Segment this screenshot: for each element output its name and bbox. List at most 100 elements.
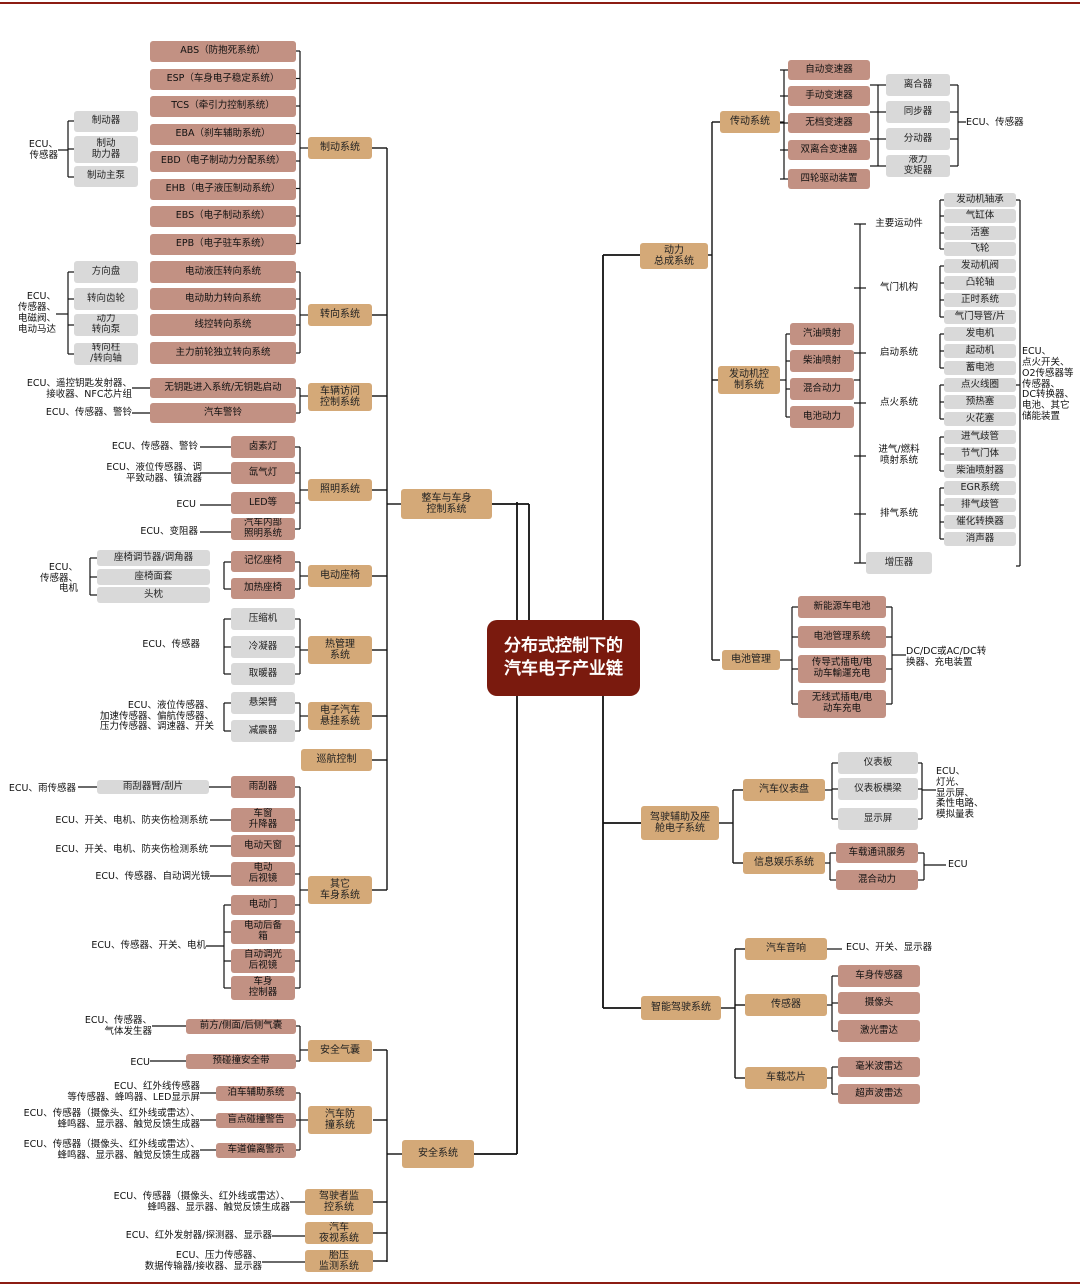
other-note-5: ECU、传感器、开关、电机 bbox=[91, 939, 206, 951]
engine-part: 发电机 bbox=[944, 327, 1016, 341]
engine-part: 节气门体 bbox=[944, 447, 1016, 461]
chip-item: 超声波雷达 bbox=[838, 1084, 920, 1104]
category-seat: 电动座椅 bbox=[308, 565, 372, 587]
thermal-note: ECU、传感器 bbox=[142, 638, 200, 650]
seat-part: 座椅面套 bbox=[97, 569, 210, 585]
brake-item: EBA（刹车辅助系统） bbox=[150, 123, 296, 145]
transmission-part: 同步器 bbox=[886, 101, 950, 123]
lighting-item: 卤素灯 bbox=[231, 436, 295, 458]
engine-item: 电池动力 bbox=[790, 406, 854, 428]
airbag-note-1: ECU、传感器、 气体发生器 bbox=[84, 1015, 152, 1037]
engine-item: 柴油喷射 bbox=[790, 350, 854, 372]
tpms-note: ECU、压力传感器、 数据传输器/接收器、显示器 bbox=[144, 1250, 262, 1272]
category-steering: 转向系统 bbox=[308, 304, 372, 326]
other-body-item: 电动门 bbox=[231, 895, 295, 915]
lighting-note-3: ECU bbox=[176, 498, 196, 510]
brake-item: EHB（电子液压制动系统） bbox=[150, 178, 296, 200]
collision-item: 泊车辅助系统 bbox=[216, 1086, 296, 1101]
bottom-rule bbox=[0, 1282, 1080, 1284]
lighting-item: 汽车内部 照明系统 bbox=[231, 518, 295, 540]
airbag-note-2: ECU bbox=[130, 1056, 150, 1068]
engine-part: 催化转换器 bbox=[944, 515, 1016, 529]
other-body-item: 车身 控制器 bbox=[231, 976, 295, 1000]
category-battery: 电池管理 bbox=[722, 650, 780, 670]
lighting-note-1: ECU、传感器、警铃 bbox=[111, 440, 198, 452]
brake-part: 制动主泵 bbox=[74, 166, 138, 187]
steering-item: 主力前轮独立转向系统 bbox=[150, 342, 296, 364]
other-note-2: ECU、开关、电机、防夹伤检测系统 bbox=[55, 814, 208, 826]
category-airbag: 安全气囊 bbox=[308, 1040, 372, 1062]
category-thermal: 热管理 系统 bbox=[308, 636, 372, 664]
engine-part: 点火线圈 bbox=[944, 378, 1016, 392]
category-tpms: 胎压 监测系统 bbox=[305, 1250, 373, 1272]
lighting-note-2: ECU、液位传感器、调 平致动器、镇流器 bbox=[106, 462, 202, 484]
collision-item: 车道偏离警示 bbox=[216, 1143, 296, 1158]
category-adas-cockpit: 驾驶辅助及座 舱电子系统 bbox=[641, 806, 719, 840]
other-note-4: ECU、传感器、自动调光镜 bbox=[95, 870, 210, 882]
engine-item: 汽油喷射 bbox=[790, 323, 854, 345]
seat-part: 座椅调节器/调角器 bbox=[97, 550, 210, 566]
other-body-item: 车窗 升降器 bbox=[231, 808, 295, 832]
top-rule bbox=[0, 2, 1080, 4]
battery-item: 电池管理系统 bbox=[798, 626, 886, 648]
category-audio: 汽车音响 bbox=[745, 938, 827, 960]
lighting-item: 氙气灯 bbox=[231, 462, 295, 484]
engine-group: 增压器 bbox=[866, 552, 932, 574]
transmission-part: 液力 变矩器 bbox=[886, 155, 950, 177]
transmission-note: ECU、传感器 bbox=[966, 116, 1024, 128]
access-item: 无钥匙进入系统/无钥匙启动 bbox=[150, 378, 296, 398]
suspension-item: 悬架臂 bbox=[231, 692, 295, 714]
dashboard-item: 仪表板横梁 bbox=[838, 778, 918, 800]
engine-part: 气缸体 bbox=[944, 209, 1016, 223]
engine-item: 混合动力 bbox=[790, 378, 854, 400]
battery-item: 新能源车电池 bbox=[798, 596, 886, 618]
suspension-note: ECU、液位传感器、 加速传感器、偏航传感器、 压力传感器、调速器、开关 bbox=[99, 699, 214, 733]
brake-item: ESP（车身电子稳定系统） bbox=[150, 68, 296, 90]
category-other-body: 其它 车身系统 bbox=[308, 876, 372, 904]
infotainment-item: 混合动力 bbox=[836, 870, 918, 890]
other-body-item: 自动调光 后视镜 bbox=[231, 949, 295, 973]
engine-part: EGR系统 bbox=[944, 481, 1016, 495]
steering-item: 电动助力转向系统 bbox=[150, 288, 296, 310]
engine-part: 活塞 bbox=[944, 226, 1016, 240]
collision-note-3: ECU、传感器（摄像头、红外线或雷达）、 蜂鸣器、显示器、触觉反馈生成器 bbox=[23, 1139, 200, 1161]
engine-part: 发动机阀 bbox=[944, 259, 1016, 273]
engine-part: 发动机轴承 bbox=[944, 193, 1016, 207]
suspension-item: 减震器 bbox=[231, 720, 295, 742]
engine-part: 飞轮 bbox=[944, 242, 1016, 256]
other-note-3: ECU、开关、电机、防夹伤检测系统 bbox=[55, 843, 208, 855]
engine-part: 排气歧管 bbox=[944, 498, 1016, 512]
wiper-part: 雨刮器臂/刮片 bbox=[97, 780, 209, 794]
category-cruise: 巡航控制 bbox=[301, 749, 372, 771]
thermal-item: 冷凝器 bbox=[231, 636, 295, 658]
steering-part: 方向盘 bbox=[74, 261, 138, 283]
collision-note-1: ECU、红外线传感器 等传感器、蜂鸣器、LED显示屏 bbox=[67, 1081, 200, 1103]
engine-part: 柴油喷射器 bbox=[944, 464, 1016, 478]
thermal-item: 取暖器 bbox=[231, 663, 295, 685]
access-note-2: ECU、传感器、警铃 bbox=[45, 406, 132, 418]
category-chips: 车载芯片 bbox=[745, 1067, 827, 1089]
seat-part: 头枕 bbox=[97, 587, 210, 603]
brake-item: EBD（电子制动力分配系统） bbox=[150, 151, 296, 172]
brake-parts-note: ECU、 传感器 bbox=[28, 139, 58, 161]
brake-item: EBS（电子制动系统） bbox=[150, 206, 296, 227]
steering-part: 动力 转向泵 bbox=[74, 314, 138, 336]
access-item: 汽车警铃 bbox=[150, 403, 296, 423]
seat-parts-note: ECU、 传感器、 电机 bbox=[39, 561, 78, 595]
dashboard-item: 显示屏 bbox=[838, 808, 918, 830]
category-brake: 制动系统 bbox=[308, 137, 372, 159]
transmission-item: 无档变速器 bbox=[788, 113, 870, 133]
center-node: 分布式控制下的 汽车电子产业链 bbox=[487, 620, 640, 696]
engine-part: 起动机 bbox=[944, 344, 1016, 358]
transmission-item: 四轮驱动装置 bbox=[788, 169, 870, 189]
other-body-item: 雨刮器 bbox=[231, 776, 295, 798]
engine-part: 火花塞 bbox=[944, 412, 1016, 426]
other-body-item: 电动后备 箱 bbox=[231, 920, 295, 944]
steering-part: 转向齿轮 bbox=[74, 288, 138, 310]
other-body-item: 电动天窗 bbox=[231, 835, 295, 857]
transmission-part: 分动器 bbox=[886, 128, 950, 150]
transmission-item: 自动变速器 bbox=[788, 60, 870, 80]
other-note-1: ECU、雨传感器 bbox=[8, 782, 76, 794]
engine-part: 正时系统 bbox=[944, 293, 1016, 307]
